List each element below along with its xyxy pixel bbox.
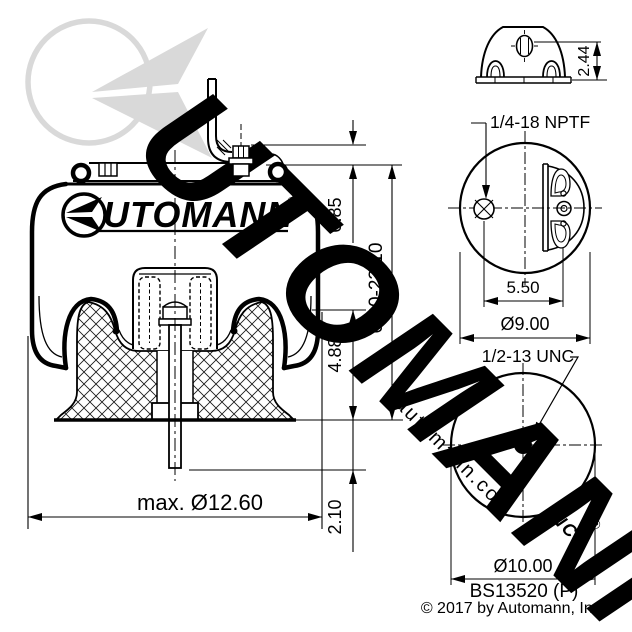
bellows-left-lobe xyxy=(62,296,120,371)
side-view-dimensions: 0.85 6.60-23.10 4.88 2.10 max. Ø12.60 xyxy=(27,120,403,552)
arrow-left-icon xyxy=(28,513,42,521)
bottom-view: 1/2-13 UNC Ø10.00 BS13520 (P) xyxy=(443,346,603,602)
arrow-down-icon xyxy=(388,406,396,420)
bellows-right-lobe xyxy=(230,296,288,371)
bracket-hatch xyxy=(216,139,232,156)
logo-arrow-icon xyxy=(66,217,102,232)
arrow-up-icon xyxy=(388,165,396,179)
arrow-icon xyxy=(533,421,543,435)
dim-label-port-height: 2.44 xyxy=(576,45,593,76)
automann-logo: UTOMANN USA ® xyxy=(61,192,294,238)
port-center-ticks xyxy=(511,30,538,62)
right-foot-arch-inner xyxy=(546,65,557,78)
dim-label-port-offset: 5.50 xyxy=(506,278,539,297)
arrow-down-icon xyxy=(349,406,357,420)
plate-clamp-lines xyxy=(104,163,112,176)
watermark-arrow-icon xyxy=(92,28,208,92)
arrow-down-icon xyxy=(482,185,490,199)
bellows-left-wall xyxy=(29,181,69,371)
copyright-text: © 2017 by Automann, Inc. xyxy=(421,600,605,617)
part-number: BS13520 (P) xyxy=(470,581,579,602)
arrow-down-icon xyxy=(349,131,357,145)
arrow-up-icon xyxy=(349,310,357,324)
dim-label-max-diameter: max. Ø12.60 xyxy=(137,490,263,515)
fitting-block xyxy=(232,163,250,177)
port-threads xyxy=(520,38,529,54)
lobe-pinch-point xyxy=(112,327,120,335)
bead-plate-right-roll xyxy=(267,161,289,183)
rivet-dot xyxy=(560,190,567,197)
detail-dimension: 2.44 xyxy=(534,41,607,81)
arrow-up-icon xyxy=(349,470,357,484)
dim-label-top-diameter: Ø9.00 xyxy=(500,314,549,334)
stud-hole xyxy=(514,436,532,454)
arrow-left-icon xyxy=(460,334,474,342)
port-label: 1/4-18 NPTF xyxy=(490,112,590,132)
arrow-right-icon xyxy=(581,575,595,583)
bellows-right-wall xyxy=(281,181,321,371)
base-ticks xyxy=(494,77,554,83)
port-oval xyxy=(515,34,534,58)
arrow-right-icon xyxy=(549,297,563,305)
dim-label-piston-height: 4.88 xyxy=(325,337,345,372)
top-view-dimensions: 5.50 Ø9.00 xyxy=(459,221,591,344)
arrow-up-icon xyxy=(593,42,601,56)
arrow-left-icon xyxy=(451,575,465,583)
arrow-right-icon xyxy=(308,513,322,521)
logo-arrow-icon xyxy=(66,197,102,213)
bottom-view-dimensions: Ø10.00 xyxy=(450,452,596,585)
bracket-nut-facets xyxy=(238,146,244,158)
leader-line xyxy=(535,356,580,431)
bracket-outer xyxy=(207,79,233,163)
left-foot-arch xyxy=(486,60,505,78)
boss-circle xyxy=(556,200,572,217)
arrow-down-icon xyxy=(593,66,601,80)
rivet-dot xyxy=(560,220,567,227)
lobe-pinch-point xyxy=(230,327,238,335)
bellows-inner-line xyxy=(38,295,63,358)
plate-clamp xyxy=(98,162,118,177)
left-foot-arch-inner xyxy=(490,65,501,78)
dim-label-stud-length: 2.10 xyxy=(325,499,345,534)
logo-registered-icon: ® xyxy=(288,196,294,205)
bracket-nut xyxy=(232,145,250,159)
top-view: 1/4-18 NPTF 5.50 Ø9.00 xyxy=(448,112,602,344)
right-foot-arch xyxy=(542,60,561,78)
top-detail-view: 2.44 xyxy=(475,26,607,84)
boss-circle-inner xyxy=(560,204,568,213)
air-port-cross xyxy=(474,199,494,219)
dim-label-plate-offset: 0.85 xyxy=(325,197,345,232)
logo-brand-text: UTOMANN xyxy=(103,194,293,235)
bracket-washer xyxy=(228,157,254,165)
side-view: UTOMANN USA ® xyxy=(27,78,403,552)
dim-label-bottom-diameter: Ø10.00 xyxy=(493,556,552,576)
arrow-right-icon xyxy=(576,334,590,342)
logo-region-text: USA xyxy=(281,205,290,221)
stud-label: 1/2-13 UNC xyxy=(482,346,574,366)
dim-label-height-range: 6.60-23.10 xyxy=(366,243,387,334)
arrow-up-icon xyxy=(349,165,357,179)
watermark-arrow-icon xyxy=(92,92,212,158)
bead-plate-left-roll xyxy=(70,162,92,184)
arrow-left-icon xyxy=(484,297,498,305)
bellows-inner-line xyxy=(287,295,312,358)
logo-circle-icon xyxy=(61,192,107,238)
bracket-bar xyxy=(542,163,549,252)
leader-line xyxy=(471,122,487,196)
